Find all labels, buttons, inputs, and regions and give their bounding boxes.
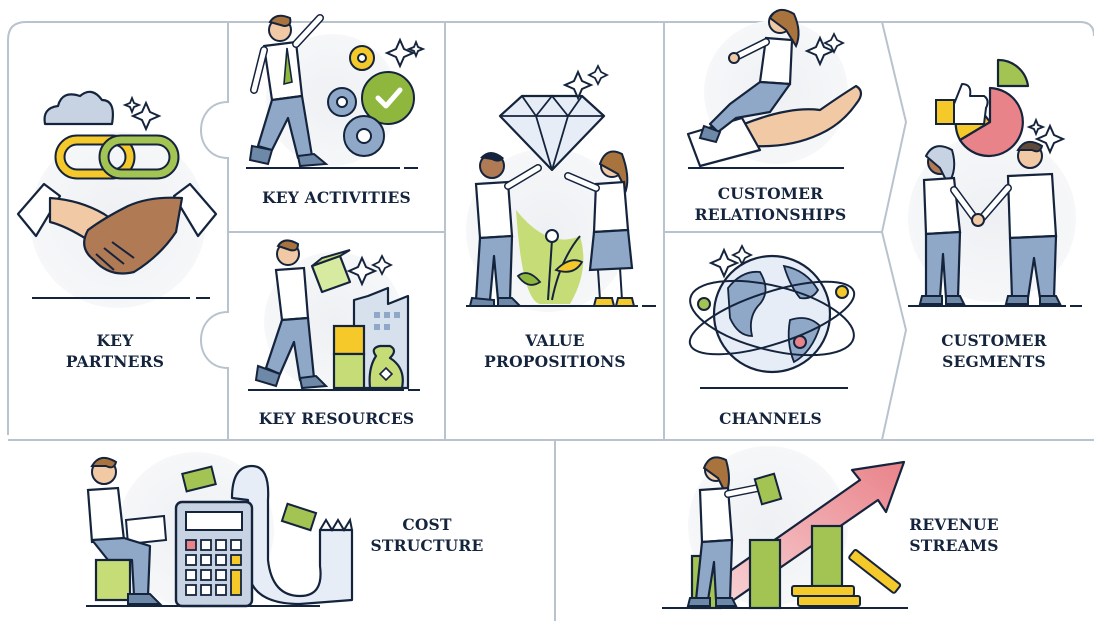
canvas-frame xyxy=(7,21,1094,621)
value-propositions-illustration xyxy=(466,63,656,312)
customer-relationships-illustration xyxy=(686,8,863,169)
key-resources-label: KEY RESOURCES xyxy=(234,408,439,429)
key-activities-line1: KEY ACTIVITIES xyxy=(262,188,411,207)
customer-segments-line1: CUSTOMER xyxy=(941,331,1047,350)
cost-structure-illustration xyxy=(86,452,354,608)
key-partners-line2: PARTNERS xyxy=(65,352,165,371)
customer-relationships-line1: CUSTOMER xyxy=(717,184,824,203)
revenue-streams-illustration xyxy=(662,446,908,610)
key-activities-label: KEY ACTIVITIES xyxy=(234,187,439,208)
value-propositions-line1: VALUE xyxy=(525,331,585,350)
key-partners-line1: KEY xyxy=(96,331,134,350)
cost-structure-line2: STRUCTURE xyxy=(370,536,484,555)
customer-segments-label: CUSTOMER SEGMENTS xyxy=(906,330,1082,372)
revenue-streams-line2: STREAMS xyxy=(909,536,999,555)
key-partners-label: KEY PARTNERS xyxy=(40,330,190,372)
customer-relationships-label: CUSTOMER RELATIONSHIPS xyxy=(668,183,873,225)
value-propositions-line2: PROPOSITIONS xyxy=(484,352,626,371)
revenue-streams-line1: REVENUE xyxy=(909,515,999,534)
value-propositions-label: VALUE PROPOSITIONS xyxy=(450,330,660,372)
customer-relationships-line2: RELATIONSHIPS xyxy=(694,205,847,224)
key-activities-illustration xyxy=(246,14,426,169)
key-resources-line1: KEY RESOURCES xyxy=(258,409,415,428)
key-resources-illustration xyxy=(248,239,420,392)
channels-illustration xyxy=(688,243,856,389)
cost-structure-label: COST STRUCTURE xyxy=(362,514,492,556)
key-partners-illustration xyxy=(16,90,218,308)
channels-line1: CHANNELS xyxy=(719,409,822,428)
revenue-streams-label: REVENUE STREAMS xyxy=(894,514,1014,556)
cost-structure-line1: COST xyxy=(402,515,452,534)
customer-segments-line2: SEGMENTS xyxy=(942,352,1046,371)
channels-label: CHANNELS xyxy=(668,408,873,429)
customer-segments-illustration xyxy=(908,58,1082,307)
